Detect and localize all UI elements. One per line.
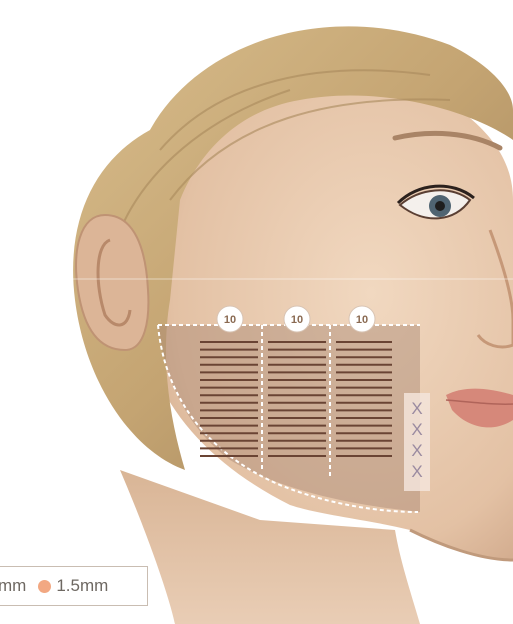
legend-right-label: 1.5mm [56,576,108,596]
x-marker-icon: X [411,420,422,439]
section-badge-label: 10 [356,314,368,326]
section-badge-1: 10 [217,306,243,332]
x-marker-icon: X [411,462,422,481]
x-marker-icon: X [411,399,422,418]
legend-dot-icon [38,580,51,593]
x-marker-icon: X [411,441,422,460]
legend-left-label: mm [0,576,26,596]
section-badge-3: 10 [349,306,375,332]
section-badge-2: 10 [284,306,310,332]
legend: mm 1.5mm [0,566,148,606]
section-badge-label: 10 [224,314,236,326]
section-badge-label: 10 [291,314,303,326]
